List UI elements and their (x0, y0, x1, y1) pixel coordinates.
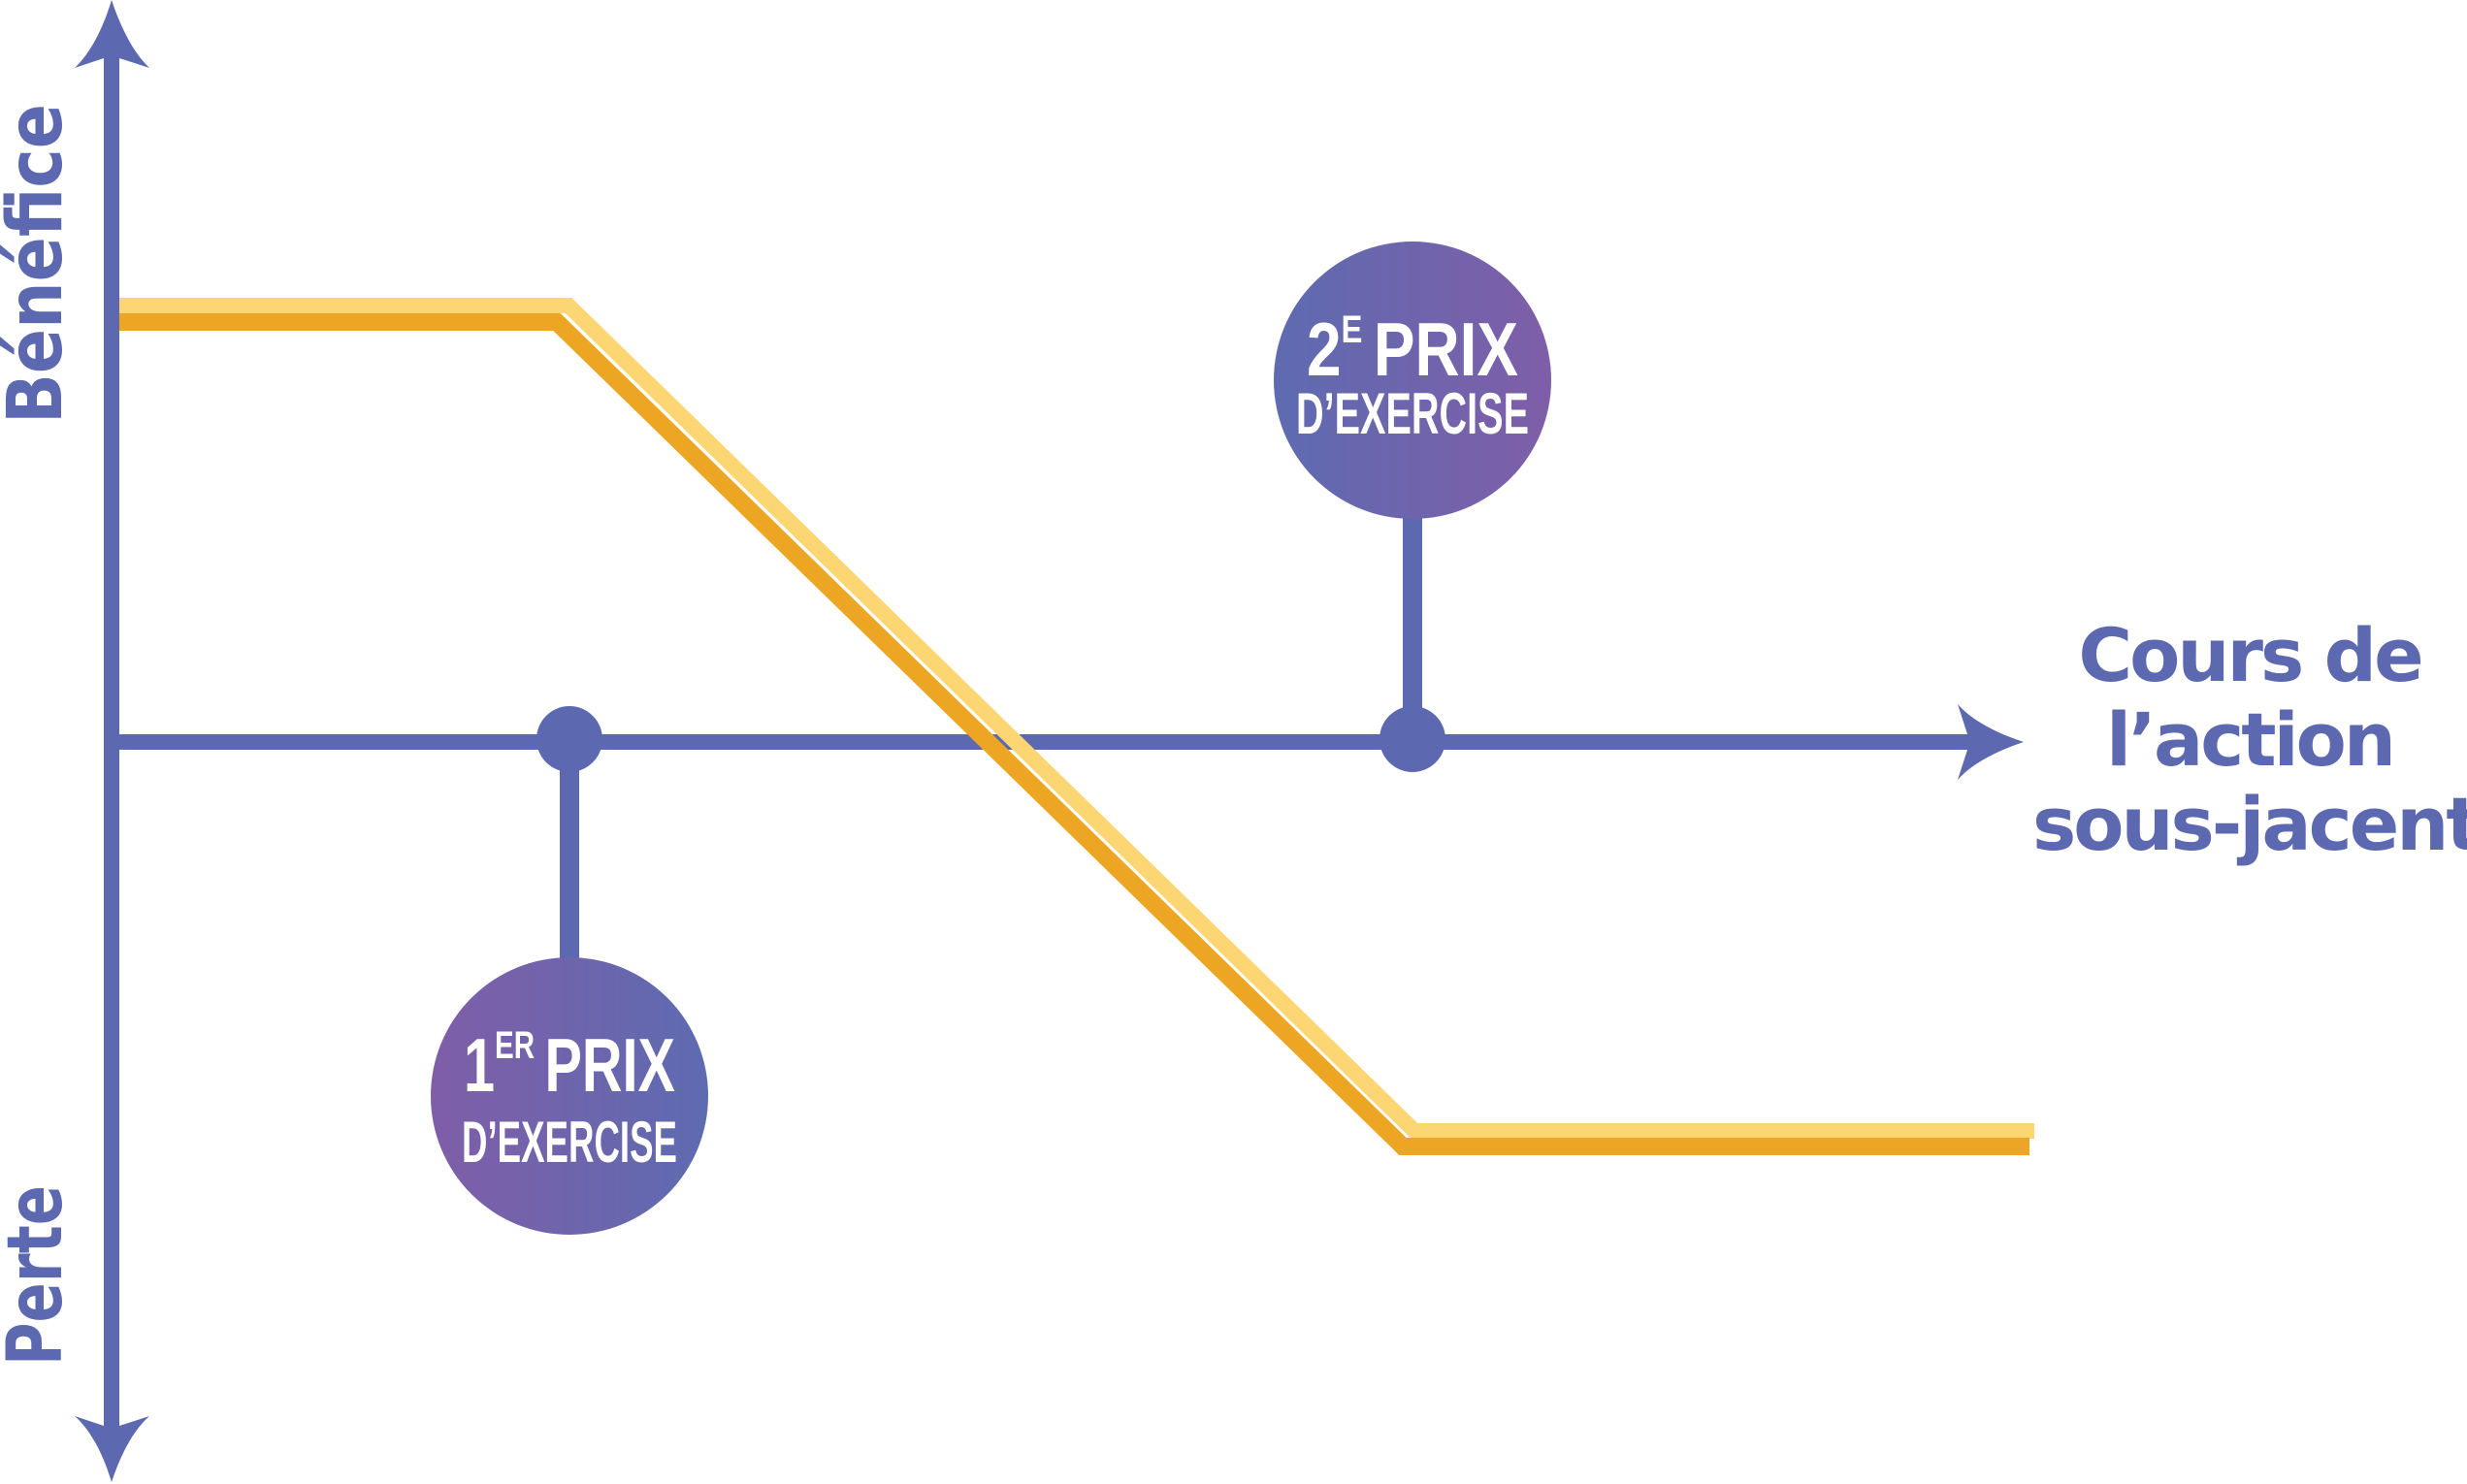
y-axis-arrow-down-icon (75, 1416, 149, 1482)
strike-2-badge (1274, 242, 1551, 519)
y-axis-shaft (104, 53, 119, 1431)
strike-2-title: 2E PRIX (1307, 306, 1518, 392)
strike-1-axis-dot (536, 706, 602, 772)
y-axis-positive-label: Bénéfice (0, 104, 80, 424)
x-axis (119, 704, 2024, 780)
strike-1-badge (431, 957, 708, 1235)
strike-1-title: 1ERPRIX (464, 1022, 675, 1108)
payoff-line-light-band (119, 298, 2034, 1139)
strike-1-stem (560, 742, 579, 970)
strike-1-subtitle: D’EXERCISE (462, 1110, 677, 1175)
x-axis-label-line-3: sous-jacent (2032, 781, 2467, 867)
strike-1-marker: 1ERPRIX D’EXERCISE (431, 706, 708, 1235)
x-axis-label-line-2: l’action (2106, 696, 2396, 783)
strike-2-superscript: E (1342, 308, 1363, 351)
strike-2-marker: 2E PRIX D’EXERCISE (1274, 242, 1551, 772)
strike-2-number: 2 (1307, 306, 1342, 392)
payoff-line (119, 298, 2034, 1155)
payoff-line-dark-band (119, 313, 2029, 1155)
x-axis-label-line-1: Cours de (2078, 612, 2423, 698)
strike-1-number: 1 (464, 1022, 495, 1108)
strike-2-title-suffix: PRIX (1374, 306, 1518, 392)
strike-2-subtitle: D’EXERCISE (1296, 381, 1529, 446)
y-axis-negative-label: Perte (0, 1185, 80, 1366)
strike-1-title-suffix: PRIX (544, 1022, 675, 1108)
strike-2-axis-dot (1380, 706, 1445, 772)
strike-1-superscript: ER (495, 1024, 535, 1067)
y-axis-arrow-up-icon (75, 0, 149, 68)
x-axis-shaft (119, 734, 1972, 750)
x-axis-arrow-right-icon (1958, 704, 2024, 780)
strike-2-stem (1403, 514, 1422, 742)
y-axis (75, 0, 149, 1482)
x-axis-label: Cours de l’action sous-jacent (2032, 613, 2467, 866)
